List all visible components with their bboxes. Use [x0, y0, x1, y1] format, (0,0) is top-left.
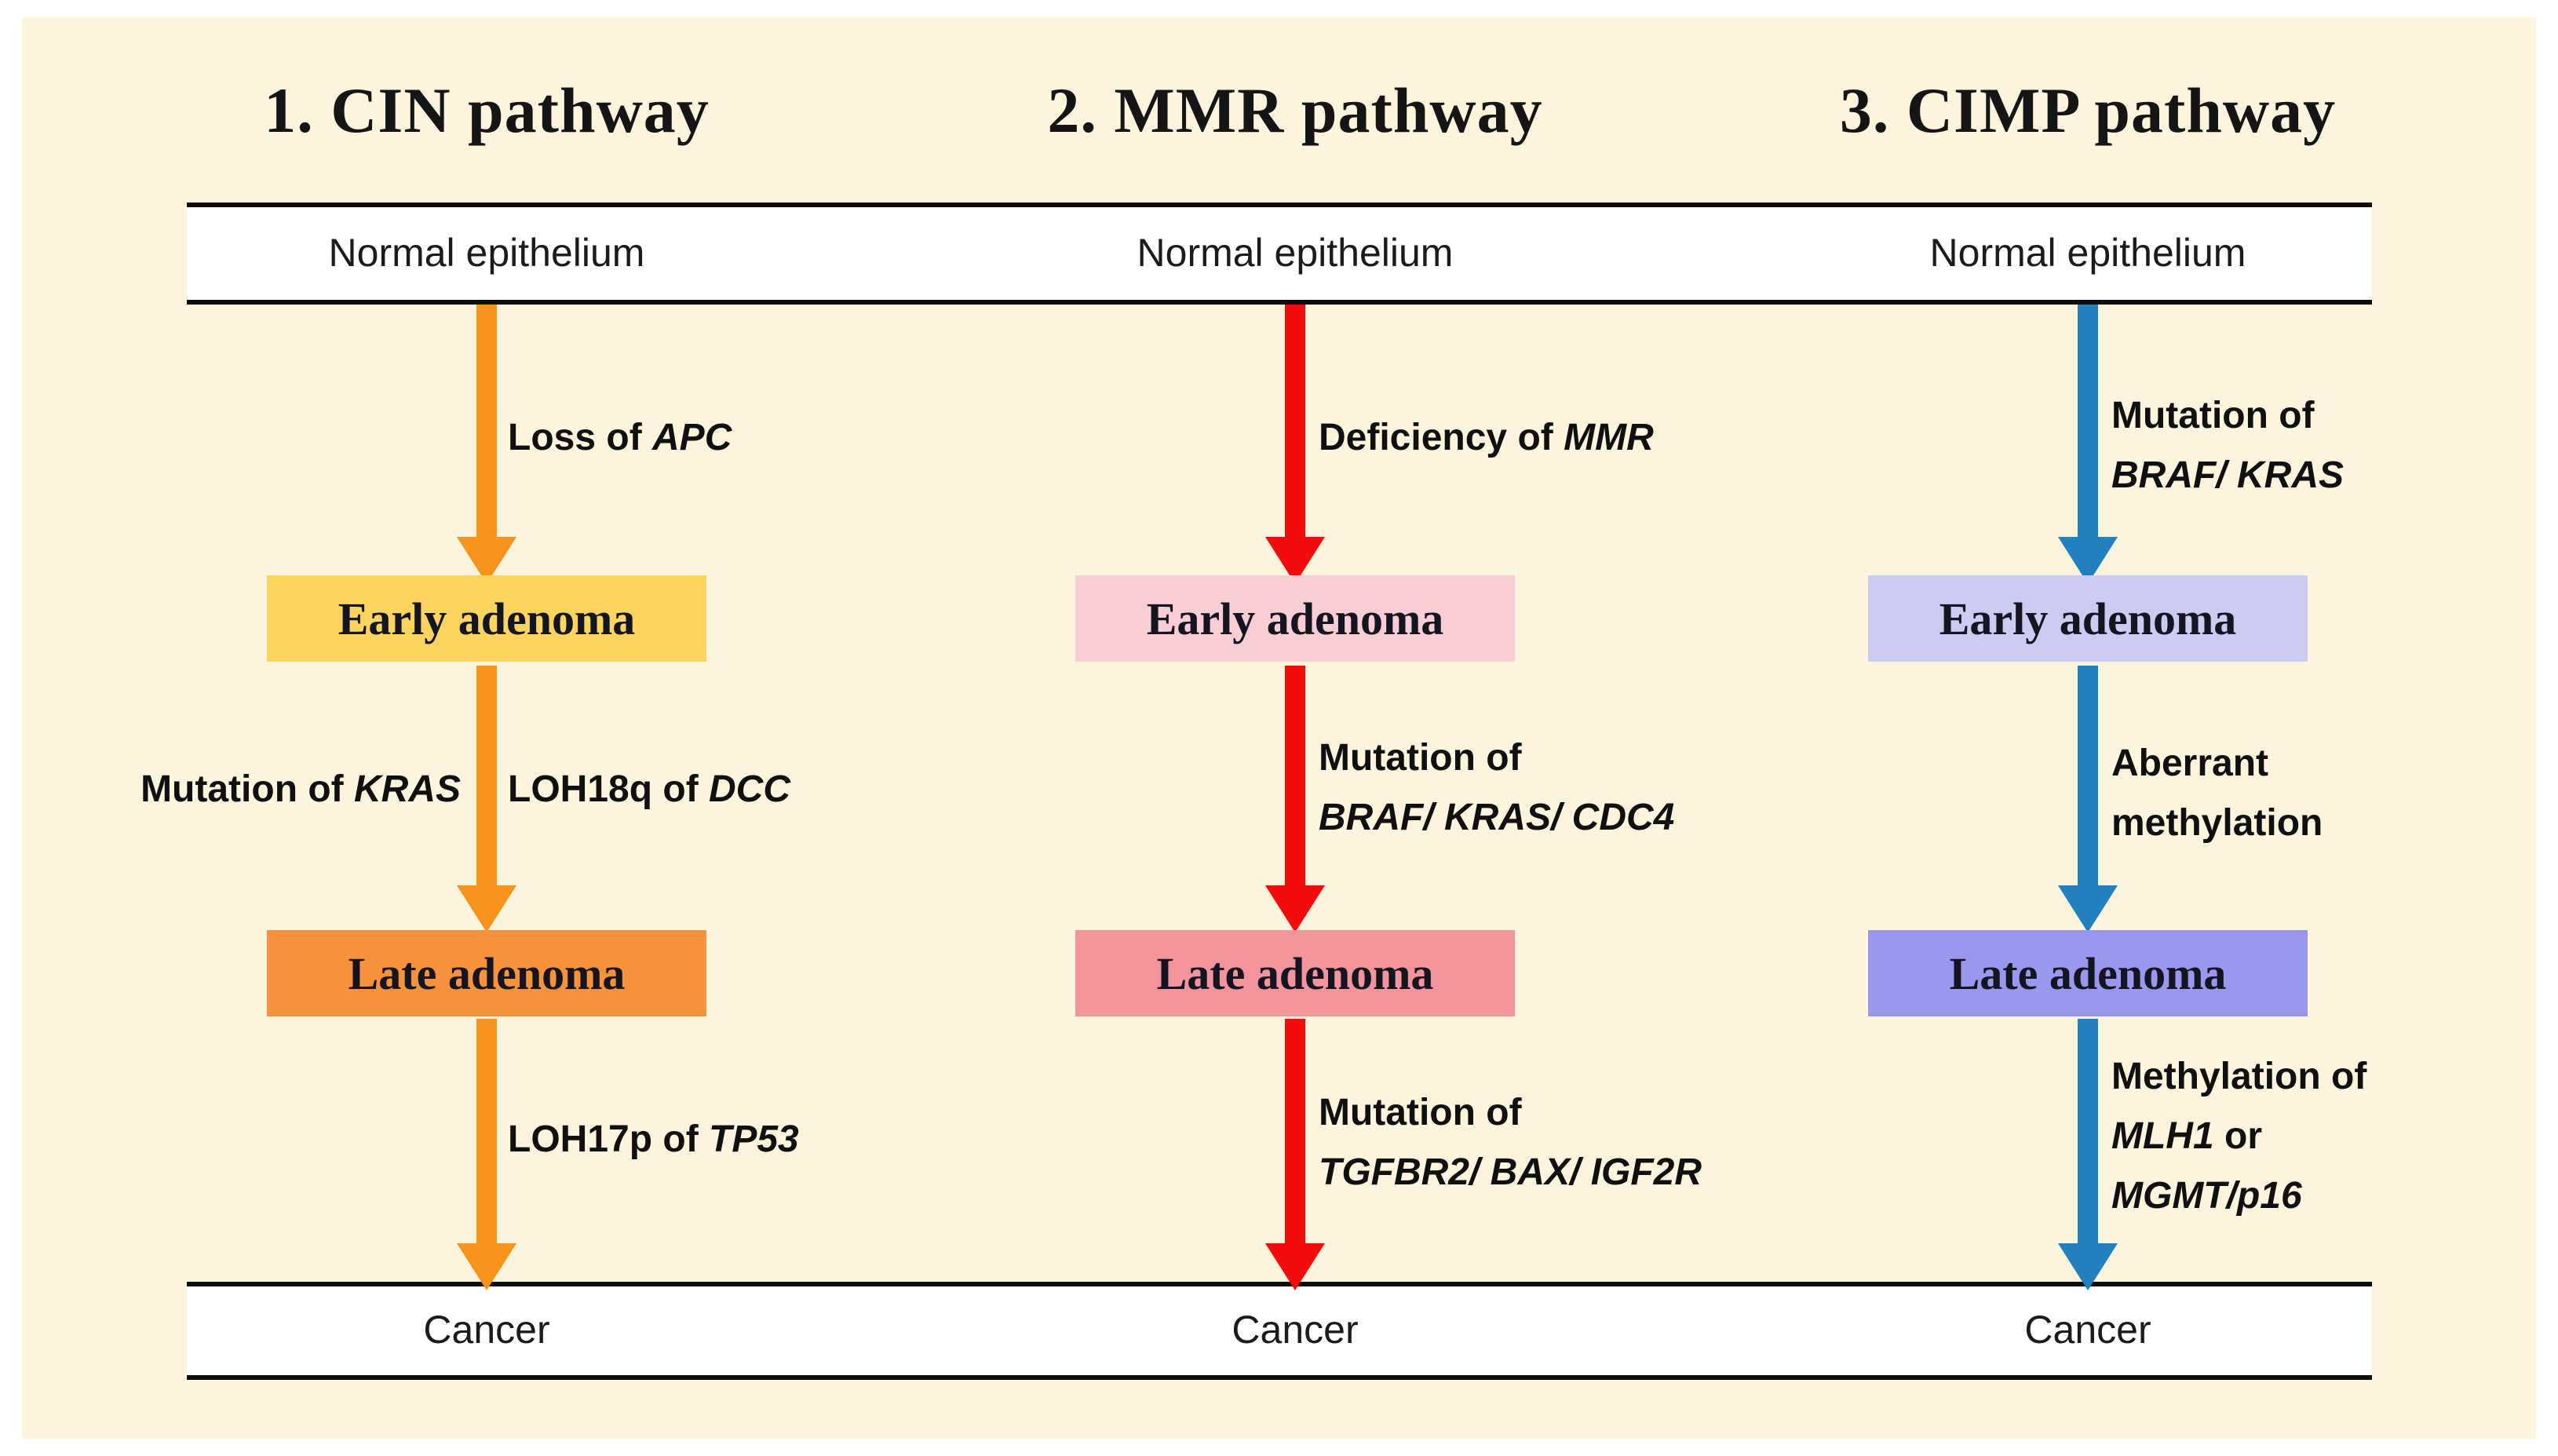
arrow-shaft — [1285, 305, 1305, 537]
normal-epithelium-band — [187, 203, 2372, 305]
late-adenoma-box: Late adenoma — [1075, 930, 1515, 1016]
normal-epithelium-label: Normal epithelium — [1929, 231, 2246, 275]
step-label-loss-of-apc: Loss of APC — [508, 417, 732, 458]
arrow-early-to-late — [2058, 666, 2118, 932]
arrow-shaft — [2078, 666, 2098, 885]
cancer-label: Cancer — [1232, 1308, 1359, 1352]
arrow-head-icon — [2058, 1243, 2118, 1290]
step-label-deficiency-of-mmr: Deficiency of MMR — [1319, 417, 1654, 458]
step-label-mutation-of-kras: Mutation of KRAS — [140, 768, 461, 810]
arrow-shaft — [476, 666, 497, 885]
normal-epithelium-label: Normal epithelium — [328, 231, 645, 275]
arrow-head-icon — [1265, 1243, 1325, 1290]
late-adenoma-box: Late adenoma — [267, 930, 706, 1016]
pathway-column-mmr: 2. MMR pathway Normal epithelium Early a… — [899, 0, 1702, 1456]
arrow-shaft — [2078, 1019, 2098, 1243]
arrow-early-to-late — [1265, 666, 1325, 932]
arrow-normal-to-early — [457, 305, 516, 584]
step-label-loh17p-of-tp53: LOH17p of TP53 — [508, 1118, 799, 1160]
cancer-label: Cancer — [423, 1308, 550, 1352]
arrow-head-icon — [1265, 885, 1325, 932]
pathway-column-cin: 1. CIN pathway Normal epithelium Early a… — [90, 0, 883, 1456]
arrow-head-icon — [457, 1243, 516, 1290]
pathway-title: 1. CIN pathway — [264, 75, 710, 146]
arrow-shaft — [1285, 666, 1305, 885]
arrow-head-icon — [457, 885, 516, 932]
arrow-late-to-cancer — [2058, 1019, 2118, 1290]
step-label-loh18q-of-dcc: LOH18q of DCC — [508, 768, 791, 810]
early-adenoma-box: Early adenoma — [267, 575, 706, 662]
arrow-late-to-cancer — [457, 1019, 516, 1290]
arrow-shaft — [2078, 305, 2098, 537]
early-adenoma-box: Early adenoma — [1075, 575, 1515, 662]
arrow-head-icon — [2058, 885, 2118, 932]
arrow-early-to-late — [457, 666, 516, 932]
arrow-shaft — [476, 1019, 497, 1243]
arrow-shaft — [476, 305, 497, 537]
late-adenoma-box: Late adenoma — [1868, 930, 2308, 1016]
pathway-title: 3. CIMP pathway — [1839, 75, 2337, 146]
arrow-late-to-cancer — [1265, 1019, 1325, 1290]
arrow-normal-to-early — [2058, 305, 2118, 584]
arrow-normal-to-early — [1265, 305, 1325, 584]
early-adenoma-box: Early adenoma — [1868, 575, 2308, 662]
pathway-title: 2. MMR pathway — [1047, 75, 1543, 146]
cancer-label: Cancer — [2024, 1308, 2151, 1352]
normal-epithelium-label: Normal epithelium — [1137, 231, 1454, 275]
arrow-shaft — [1285, 1019, 1305, 1243]
pathway-column-cimp: 3. CIMP pathway Normal epithelium Early … — [1691, 0, 2484, 1456]
